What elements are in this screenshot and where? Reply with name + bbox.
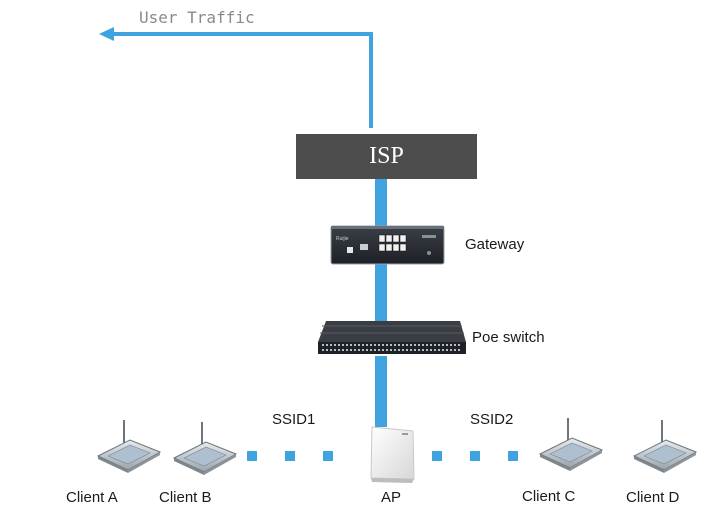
- client-d-device: [632, 420, 698, 473]
- ssid1-link: [247, 451, 333, 461]
- user-traffic-label: User Traffic: [139, 8, 255, 27]
- gateway-brand-text: Ruijie: [336, 236, 349, 242]
- client-a-device: [96, 420, 162, 473]
- user-traffic-path: [99, 27, 373, 128]
- backbone-link: [375, 179, 387, 427]
- client-c-device: [538, 418, 604, 471]
- ssid1-label: SSID1: [272, 411, 316, 428]
- ap-label: AP: [381, 489, 402, 506]
- ssid2-link: [432, 451, 518, 461]
- isp-label: ISP: [369, 143, 404, 169]
- client-b-label: Client B: [159, 489, 212, 506]
- gateway-device: Ruijie: [330, 225, 445, 265]
- ap-device: [370, 426, 415, 483]
- ssid2-label: SSID2: [470, 411, 514, 428]
- poe-switch-device: [318, 321, 466, 354]
- client-b-device: [172, 422, 238, 475]
- gateway-label: Gateway: [465, 236, 525, 253]
- client-a-label: Client A: [66, 489, 118, 506]
- isp-box: ISP: [296, 134, 477, 179]
- client-c-label: Client C: [522, 488, 576, 505]
- client-d-label: Client D: [626, 489, 680, 506]
- poe-switch-label: Poe switch: [472, 329, 545, 346]
- arrow-left-icon: [99, 27, 114, 41]
